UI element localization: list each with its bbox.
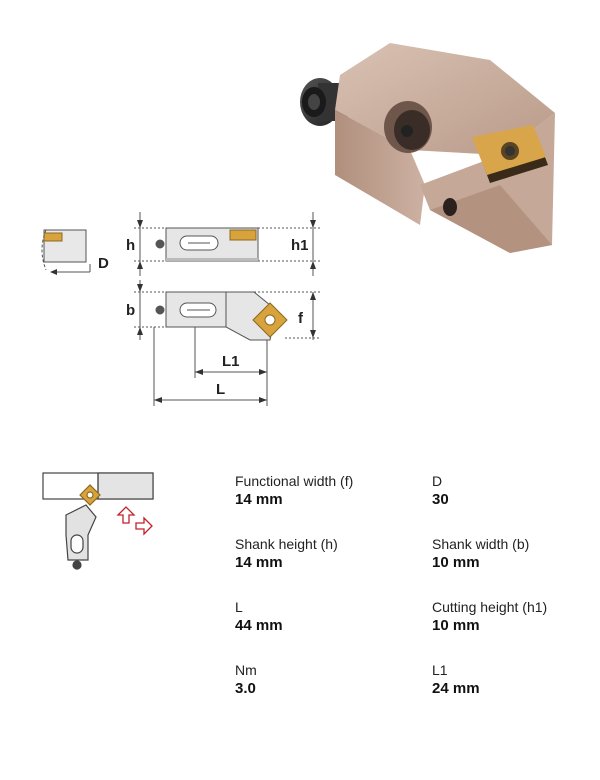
side-view: [41, 229, 91, 275]
spec-value: 24 mm: [432, 680, 480, 697]
spec-shank-width: Shank width (b) 10 mm: [432, 536, 600, 572]
feed-arrow-up-icon: [116, 506, 136, 524]
label-h: h: [126, 237, 135, 254]
feed-arrow-right-icon: [135, 516, 153, 536]
label-f: f: [298, 310, 304, 327]
spec-label: Shank height (h): [235, 536, 338, 552]
spec-value: 30: [432, 491, 449, 508]
spec-label: Shank width (b): [432, 536, 530, 552]
spec-value: 10 mm: [432, 554, 480, 571]
spec-value: 14 mm: [235, 491, 283, 508]
spec-label: L: [235, 599, 243, 615]
spec-value: 44 mm: [235, 617, 283, 634]
spec-l: L 44 mm: [235, 599, 405, 635]
label-h1: h1: [291, 237, 309, 254]
label-b: b: [126, 302, 135, 319]
spec-label: Cutting height (h1): [432, 599, 548, 615]
spec-l1: L1 24 mm: [432, 662, 600, 698]
spec-d: D 30: [432, 473, 600, 509]
top-view: [134, 212, 320, 276]
front-view: [134, 280, 320, 406]
spec-value: 3.0: [235, 680, 256, 697]
application-icon: [42, 472, 154, 570]
spec-value: 14 mm: [235, 554, 283, 571]
spec-label: Nm: [235, 662, 257, 678]
spec-label: L1: [432, 662, 448, 678]
spec-value: 10 mm: [432, 617, 480, 634]
insert-photo: [472, 125, 548, 183]
spec-shank-height: Shank height (h) 14 mm: [235, 536, 405, 572]
spec-functional-width: Functional width (f) 14 mm: [235, 473, 405, 509]
spec-label: D: [432, 473, 443, 489]
spec-nm: Nm 3.0: [235, 662, 405, 698]
product-photo: [300, 43, 555, 253]
label-D: D: [98, 255, 109, 272]
label-L: L: [216, 381, 225, 398]
dimension-drawing: D h h1: [41, 212, 320, 406]
label-L1: L1: [222, 353, 240, 370]
spec-cutting-height: Cutting height (h1) 10 mm: [432, 599, 600, 635]
spec-label: Functional width (f): [235, 473, 354, 489]
